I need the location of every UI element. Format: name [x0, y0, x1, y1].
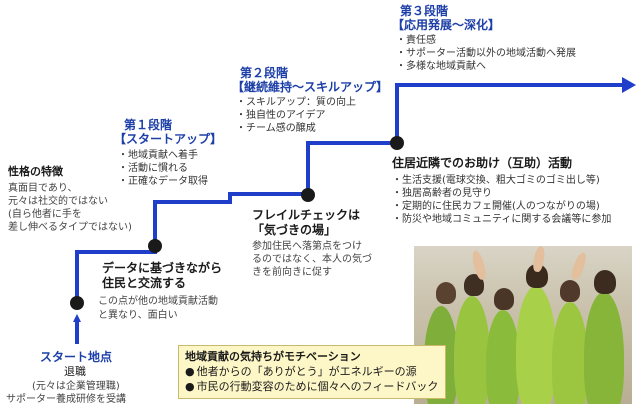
personality-line-1: 真面目であり、	[8, 183, 78, 195]
person-head	[494, 288, 514, 310]
help-step-title: 住居近隣でのお助け（互助）活動	[392, 156, 572, 170]
motivation-item-text: 市民の行動変容のために個々へのフィードバック	[197, 380, 439, 393]
motivation-item-2: 市民の行動変容のために個々へのフィードバック	[185, 380, 439, 395]
motivation-note: 地域貢献の気持ちがモチベーション 他者からの「ありがとう」がエネルギーの源 市民…	[178, 345, 446, 399]
frail-step-desc-1: 参加住民へ落第点をつけ	[252, 241, 362, 253]
person-figure	[584, 292, 624, 404]
person-figure	[552, 302, 588, 404]
frail-step-title-1: フレイルチェックは	[252, 208, 360, 222]
stage1-title: 第１段階	[124, 118, 172, 132]
list-item: 独自性のアイデア	[236, 109, 356, 122]
start-title: 退職	[64, 366, 86, 379]
frail-step-desc-2: るのではなく、本人の気づ	[252, 254, 372, 266]
help-step-list: 生活支援(電球交換、粗大ゴミのゴミ出し等) 独居高齢者の見守り 定期的に住民カフ…	[392, 174, 611, 226]
list-item: 定期的に住民カフェ開催(人のつながりの場)	[392, 200, 611, 213]
list-item: 責任感	[396, 34, 576, 47]
motivation-item-1: 他者からの「ありがとう」がエネルギーの源	[185, 365, 439, 380]
stage2-list: スキルアップ：質の向上 独自性のアイデア チーム感の醸成	[236, 96, 356, 135]
list-item: スキルアップ：質の向上	[236, 96, 356, 109]
person-figure	[486, 310, 520, 404]
stage1-list: 地域貢献へ着手 活動に慣れる 正確なデータ取得	[118, 149, 208, 188]
person-head	[560, 280, 580, 302]
stage1-subtitle: 【スタートアップ】	[114, 132, 222, 146]
personality-line-2: 元々は社交的ではない	[8, 196, 108, 208]
data-step-title-1: データに基づきながら	[102, 261, 222, 275]
milestone-dot-2	[148, 239, 162, 253]
stage2-title: 第２段階	[240, 66, 288, 80]
start-label: スタート地点	[40, 350, 112, 364]
group-photo	[414, 246, 632, 404]
stage3-list: 責任感 サポーター活動以外の地域活動へ発展 多様な地域貢献へ	[396, 34, 576, 73]
milestone-dot-3	[301, 188, 315, 202]
list-item: 独居高齢者の見守り	[392, 187, 611, 200]
person-head	[436, 282, 456, 304]
stage2-subtitle: 【継続維持～スキルアップ】	[232, 80, 388, 94]
start-line-1: (元々は企業管理職)	[32, 381, 120, 393]
raised-hand	[570, 251, 589, 281]
stage3-title: 第３段階	[400, 4, 448, 18]
list-item: 地域貢献へ着手	[118, 149, 208, 162]
personality-line-3: (自ら他者に手を	[8, 209, 82, 221]
list-item: 防災や地域コミュニティに関する会議等に参加	[392, 213, 611, 226]
motivation-title: 地域貢献の気持ちがモチベーション	[185, 350, 439, 365]
motivation-item-text: 他者からの「ありがとう」がエネルギーの源	[197, 365, 417, 378]
staircase-arrowhead	[622, 77, 636, 93]
person-figure	[516, 286, 556, 404]
stage3-subtitle: 【応用発展～深化】	[392, 18, 500, 32]
list-item: サポーター活動以外の地域活動へ発展	[396, 47, 576, 60]
milestone-dot-4	[390, 136, 404, 150]
frail-step-desc-3: きを前向きに促す	[252, 267, 332, 279]
personality-title: 性格の特徴	[8, 166, 63, 179]
frail-step-title-2: 「気づきの場」	[252, 223, 336, 237]
start-line-2: サポーター養成研修を受講	[6, 394, 126, 406]
person-figure	[454, 296, 490, 404]
data-step-desc-1: この点が他の地域貢献活動	[98, 296, 218, 308]
list-item: 正確なデータ取得	[118, 175, 208, 188]
list-item: チーム感の醸成	[236, 122, 356, 135]
list-item: 活動に慣れる	[118, 162, 208, 175]
personality-line-4: 差し伸べるタイプではない)	[8, 222, 132, 234]
milestone-dot-1	[70, 296, 84, 310]
list-item: 生活支援(電球交換、粗大ゴミのゴミ出し等)	[392, 174, 611, 187]
list-item: 多様な地域貢献へ	[396, 60, 576, 73]
person-head	[594, 270, 616, 294]
data-step-title-2: 住民と交流する	[102, 276, 186, 290]
data-step-desc-2: と異なり、面白い	[98, 310, 178, 322]
